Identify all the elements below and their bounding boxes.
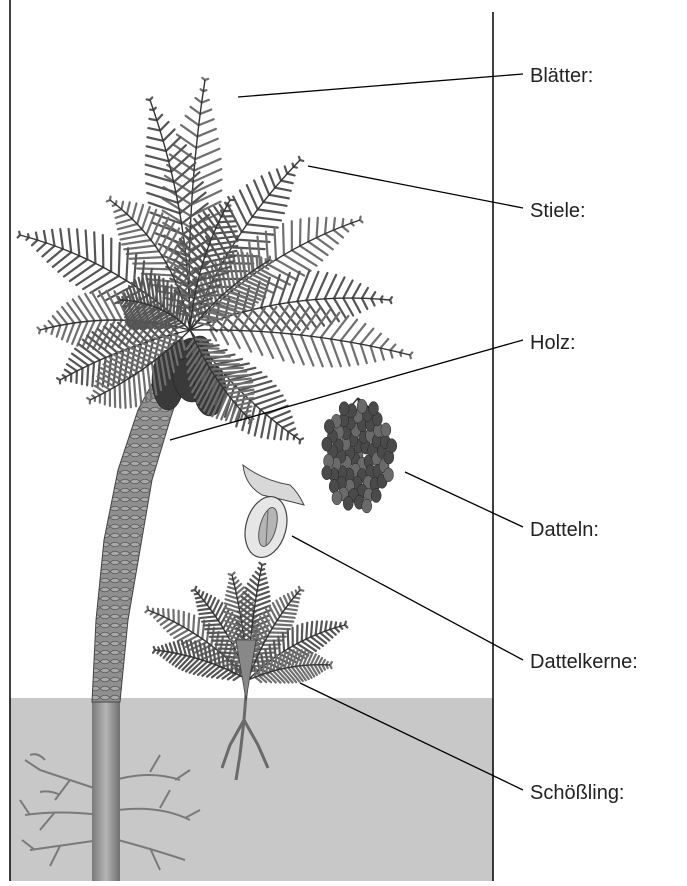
leader-leaves: [238, 74, 523, 97]
date-cluster-icon: [322, 398, 397, 513]
date-fruit: [324, 419, 334, 433]
date-fruit: [362, 499, 372, 513]
label-stems: Stiele:: [530, 199, 586, 223]
date-fruit: [339, 402, 349, 416]
date-fruit: [387, 439, 397, 453]
ground: [10, 698, 493, 881]
date-fruit: [322, 437, 332, 451]
leader-date-pits: [292, 536, 523, 660]
date-fruit: [368, 402, 378, 416]
date-fruit: [357, 399, 367, 413]
date-fruit: [384, 468, 394, 482]
trunk-base: [92, 700, 120, 881]
label-leaves: Blätter:: [530, 64, 593, 88]
label-seedling: Schößling:: [530, 781, 625, 805]
label-wood: Holz:: [530, 331, 576, 355]
date-fruit: [371, 489, 381, 503]
leader-dates: [405, 472, 523, 527]
date-pit-icon: [239, 465, 304, 562]
date-fruit: [381, 423, 391, 437]
date-fruit: [322, 466, 332, 480]
label-date-pits: Dattelkerne:: [530, 650, 638, 674]
date-fruit: [332, 491, 342, 505]
leader-stems: [308, 166, 523, 208]
label-dates: Datteln:: [530, 518, 599, 542]
date-fruit: [343, 496, 353, 510]
